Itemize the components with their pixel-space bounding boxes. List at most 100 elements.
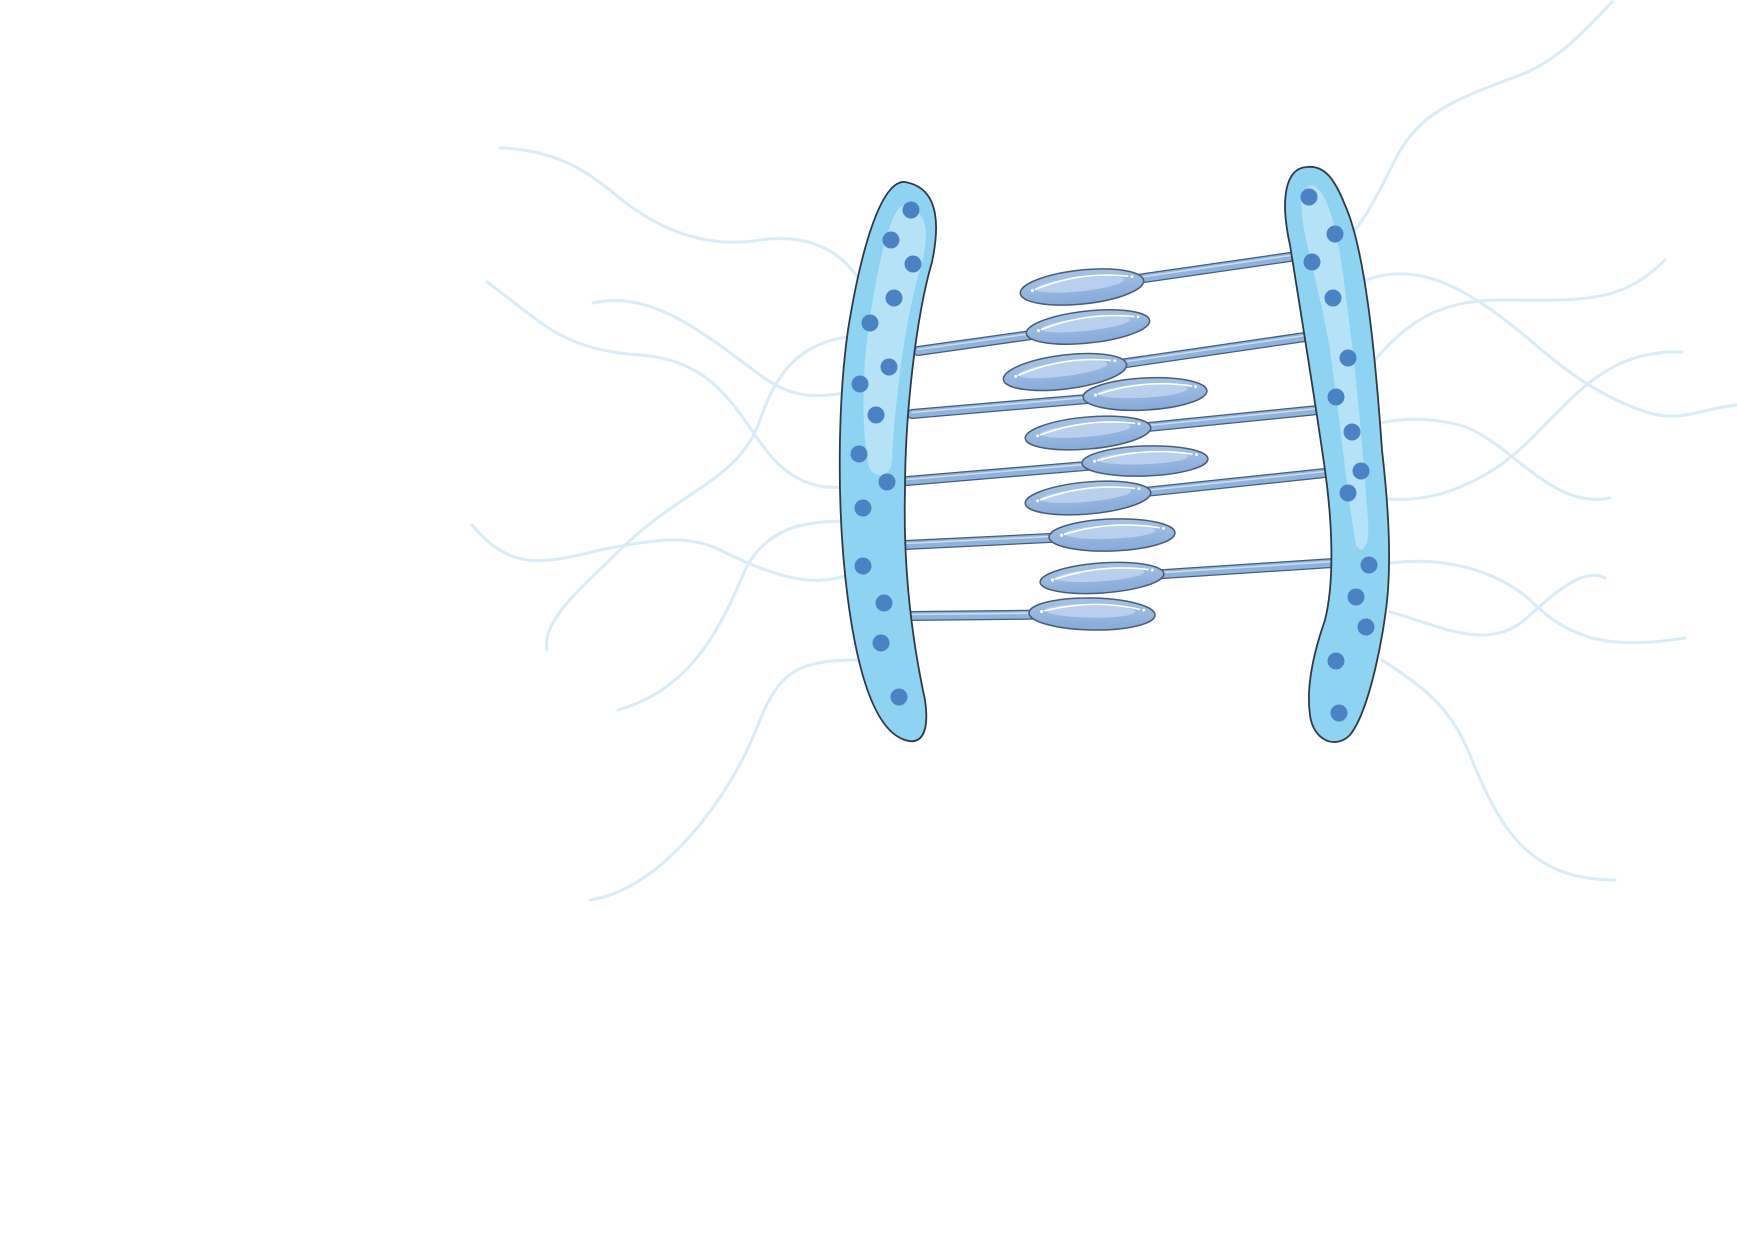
filament-left-1 [498, 146, 867, 292]
molecule-head [1082, 376, 1208, 412]
molecule-head-highlight [1040, 487, 1131, 503]
molecule-head-sparkle [1040, 609, 1044, 614]
plaque-dot [904, 255, 922, 273]
molecule-head-sparkle [1136, 315, 1140, 319]
molecule-head-sparkle [1059, 533, 1064, 537]
adhesion-molecule [1024, 468, 1330, 516]
molecule-head-shine [1063, 524, 1160, 536]
left-desmosomal-plaque [838, 181, 937, 742]
molecule-head-shine [1043, 603, 1141, 612]
plaque-dot [1347, 588, 1365, 606]
molecule-head-sparkle [1036, 434, 1040, 438]
adhesion-molecule [902, 445, 1209, 486]
molecule-head-sparkle [1137, 487, 1141, 491]
plaque-dot [1330, 704, 1348, 722]
filament-left-2 [485, 280, 862, 489]
plaque-dot [1326, 225, 1344, 243]
molecule-head [1028, 597, 1156, 631]
plaque-dot [1360, 556, 1378, 574]
molecule-head-sparkle [1195, 453, 1198, 457]
plaque-dot [885, 289, 903, 307]
molecule-head-sparkle [1194, 385, 1197, 388]
filament-left-4 [470, 523, 862, 582]
left-plaque-dots [850, 201, 922, 706]
filament-right-5 [1378, 350, 1684, 502]
plaque-dot [854, 499, 872, 517]
molecule-head [1039, 561, 1165, 595]
molecule-head-sparkle [1013, 374, 1018, 378]
plaque-dot [854, 557, 872, 575]
adhesion-molecule [1039, 558, 1338, 595]
molecule-head-shine [1096, 450, 1193, 462]
adhesion-molecule [1019, 252, 1295, 306]
adhesion-molecule [907, 376, 1208, 419]
filament-right-6 [1378, 559, 1687, 645]
adhesion-molecule [905, 597, 1156, 631]
molecule-head-sparkle [1151, 568, 1154, 572]
molecule-head [1024, 480, 1152, 516]
filament-right-8 [1380, 658, 1617, 882]
plaque-dot [890, 688, 908, 706]
filament-right-1 [1338, 0, 1614, 247]
plaque-dot [882, 231, 900, 249]
plaque-dot [1339, 349, 1357, 367]
plaque-dot [851, 375, 869, 393]
molecule-head [1025, 309, 1151, 345]
molecule-head-shine [1039, 486, 1136, 501]
molecule-head-sparkle [1162, 527, 1165, 530]
filament-right-2 [1364, 272, 1737, 418]
adhesion-molecule [913, 309, 1151, 356]
plaque-dot [1327, 652, 1345, 670]
molecule-head-highlight [1040, 422, 1131, 438]
intermediate-filaments [470, 0, 1737, 902]
right-plaque-dots [1300, 188, 1378, 722]
molecule-head-sparkle [1130, 275, 1134, 279]
molecule-head [1081, 445, 1209, 477]
adhesion-molecule [1024, 405, 1323, 451]
plaque-dot [861, 314, 879, 332]
plaque-dot [867, 406, 885, 424]
molecule-head-sparkle [1142, 608, 1146, 612]
plaque-dot [1352, 462, 1370, 480]
molecule-head-sparkle [1036, 499, 1040, 503]
plaque-dot [880, 358, 898, 376]
molecule-head-shine [1040, 314, 1135, 331]
molecule-head [1024, 415, 1152, 451]
right-plaque-highlight [1301, 185, 1369, 550]
molecule-head-highlight [1018, 360, 1107, 379]
plaque-dot [875, 594, 893, 612]
plaque-dot [902, 201, 920, 219]
molecule-head-shine [1097, 382, 1192, 395]
molecule-head-sparkle [1036, 328, 1041, 333]
adhesion-molecule [1002, 332, 1310, 392]
molecule-head-sparkle [1050, 578, 1055, 582]
molecule-head-shine [1039, 421, 1136, 436]
filament-right-7 [1388, 573, 1607, 637]
plaque-dot [1357, 618, 1375, 636]
filament-right-4 [1370, 417, 1612, 501]
filament-left-3 [591, 299, 862, 398]
molecule-head [1048, 518, 1176, 552]
molecule-head-shine [1017, 358, 1112, 376]
molecule-head [1019, 268, 1145, 306]
adhesion-molecule [900, 518, 1176, 552]
plaque-dot [1303, 253, 1321, 271]
molecule-head-sparkle [1137, 422, 1141, 426]
filament-left-7 [588, 658, 862, 902]
molecule-head-shine [1034, 274, 1129, 291]
plaque-dot [850, 445, 868, 463]
plaque-dot [872, 634, 890, 652]
adhesion-molecules [900, 252, 1338, 631]
filament-left-5 [544, 333, 862, 652]
molecule-head-highlight [1035, 275, 1125, 293]
molecule-head-sparkle [1093, 393, 1097, 397]
molecule-head-sparkle [1092, 459, 1097, 463]
molecule-head-shine [1054, 567, 1149, 580]
plaque-dot [878, 473, 896, 491]
molecule-head-highlight [1044, 604, 1136, 618]
plaque-dot [1324, 289, 1342, 307]
plaque-dot [1300, 188, 1318, 206]
right-desmosomal-plaque [1284, 166, 1391, 743]
filament-right-3 [1364, 258, 1667, 372]
